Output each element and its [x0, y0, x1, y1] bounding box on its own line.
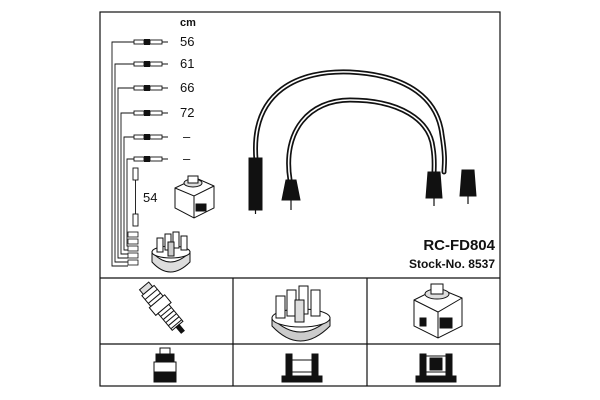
side-length-label: 54 — [143, 190, 157, 205]
cap-terminal-icon — [281, 353, 323, 383]
side-cable — [132, 167, 139, 227]
distributor-cap-icon — [151, 231, 191, 273]
length-unit: cm — [180, 17, 196, 29]
ignition-coil-large-icon — [413, 283, 463, 339]
length-label-6: – — [183, 151, 191, 166]
spark-plug-icon — [138, 281, 185, 334]
plug-connector-icon — [153, 347, 177, 383]
frame-lines — [99, 11, 501, 387]
length-label-1: 56 — [180, 34, 194, 49]
terminal-stack — [127, 231, 139, 266]
stock-number: Stock-No. 8537 — [409, 257, 495, 271]
length-label-5: – — [183, 129, 191, 144]
cable-length-diagram: cm 56 61 66 72 – – 54 — [111, 17, 215, 273]
coil-terminal-icon — [415, 353, 457, 383]
ignition-coil-icon — [174, 175, 215, 219]
length-label-3: 66 — [180, 80, 194, 95]
model-number: RC-FD804 — [423, 237, 495, 254]
distributor-cap-large-icon — [271, 285, 331, 342]
length-label-4: 72 — [180, 105, 194, 120]
length-label-2: 61 — [180, 56, 194, 71]
ignition-cable-set-icon — [248, 69, 477, 214]
